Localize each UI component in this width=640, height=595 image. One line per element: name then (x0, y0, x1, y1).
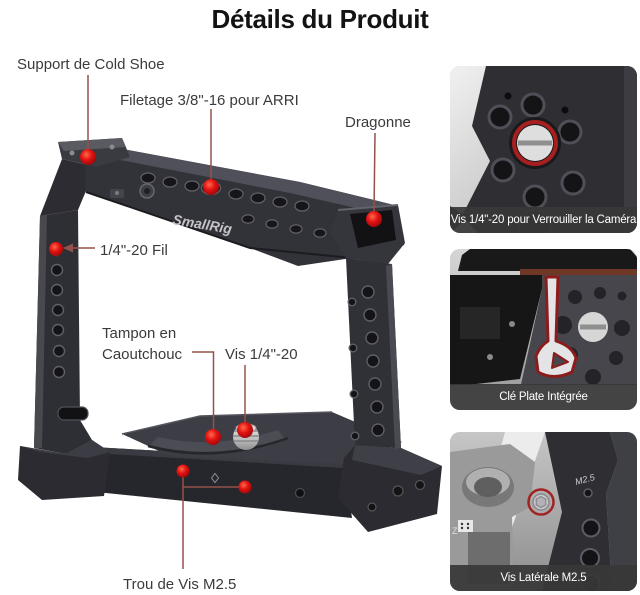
callout-label-arri: Filetage 3/8"-16 pour ARRI (120, 92, 299, 109)
right-rail-thread-holes (347, 285, 385, 441)
top-bar-thread-holes (140, 172, 327, 238)
inset-photo-locking-screw: Vis 1/4"-20 pour Verrouiller la Caméra (450, 66, 637, 233)
position-mark-diamond-icon (210, 472, 220, 484)
rubber-pad-line1: Tampon en (102, 325, 177, 342)
callout-dot-arri (203, 179, 219, 195)
callout-dot-m25-right (238, 480, 252, 494)
callout-lines (67, 75, 376, 569)
callout-line-rubber-pad (192, 351, 215, 430)
callout-label-m25-hole: Trou de Vis M2.5 (123, 576, 237, 593)
callout-dot-quarter-fil (49, 242, 63, 256)
rubber-pad-line2: Caoutchouc (102, 346, 183, 363)
callout-label-quarter-vis: Vis 1/4"-20 (225, 346, 298, 363)
svg-text:Z: Z (452, 526, 458, 536)
callout-dot-rubber-pad (205, 429, 221, 445)
callout-label-quarter-fil: 1/4"-20 Fil (100, 242, 168, 259)
inset-3-drawing: Z M2.5 (450, 432, 637, 591)
callout-line-m25-hole (182, 473, 242, 569)
flat-wrench-outline (534, 275, 578, 378)
cage-side-rail: M2.5 (542, 432, 637, 591)
locking-screw-red-ring (509, 117, 561, 169)
inset-photo-side-screw: Z M2.5 Vis Latérale M2.5 (450, 432, 637, 591)
callout-dots (49, 149, 382, 494)
cage-drawing: SmallRig (18, 138, 442, 532)
inset-caption-locking-screw: Vis 1/4"-20 pour Verrouiller la Caméra (450, 207, 637, 233)
callout-dot-m25-left (176, 464, 190, 478)
m25-screw-red-circle (527, 488, 555, 516)
inset-caption-flat-wrench: Clé Plate Intégrée (450, 384, 637, 410)
inset-photo-flat-wrench: Clé Plate Intégrée (450, 249, 637, 410)
arrowhead-icon (63, 243, 73, 253)
callout-dot-cold-shoe (80, 149, 96, 165)
inset-1-drawing (450, 66, 637, 233)
callout-line-dragonne (373, 132, 376, 213)
callout-label-rubber-pad: Tampon en Caoutchouc (102, 323, 182, 365)
callout-label-cold-shoe: Support de Cold Shoe (17, 56, 165, 73)
callout-dot-quarter-vis (237, 422, 253, 438)
inset-caption-side-screw: Vis Latérale M2.5 (450, 565, 637, 591)
callout-label-dragonne: Dragonne (345, 114, 411, 131)
callout-dot-dragonne (366, 211, 382, 227)
page-title: Détails du Produit (211, 4, 429, 34)
